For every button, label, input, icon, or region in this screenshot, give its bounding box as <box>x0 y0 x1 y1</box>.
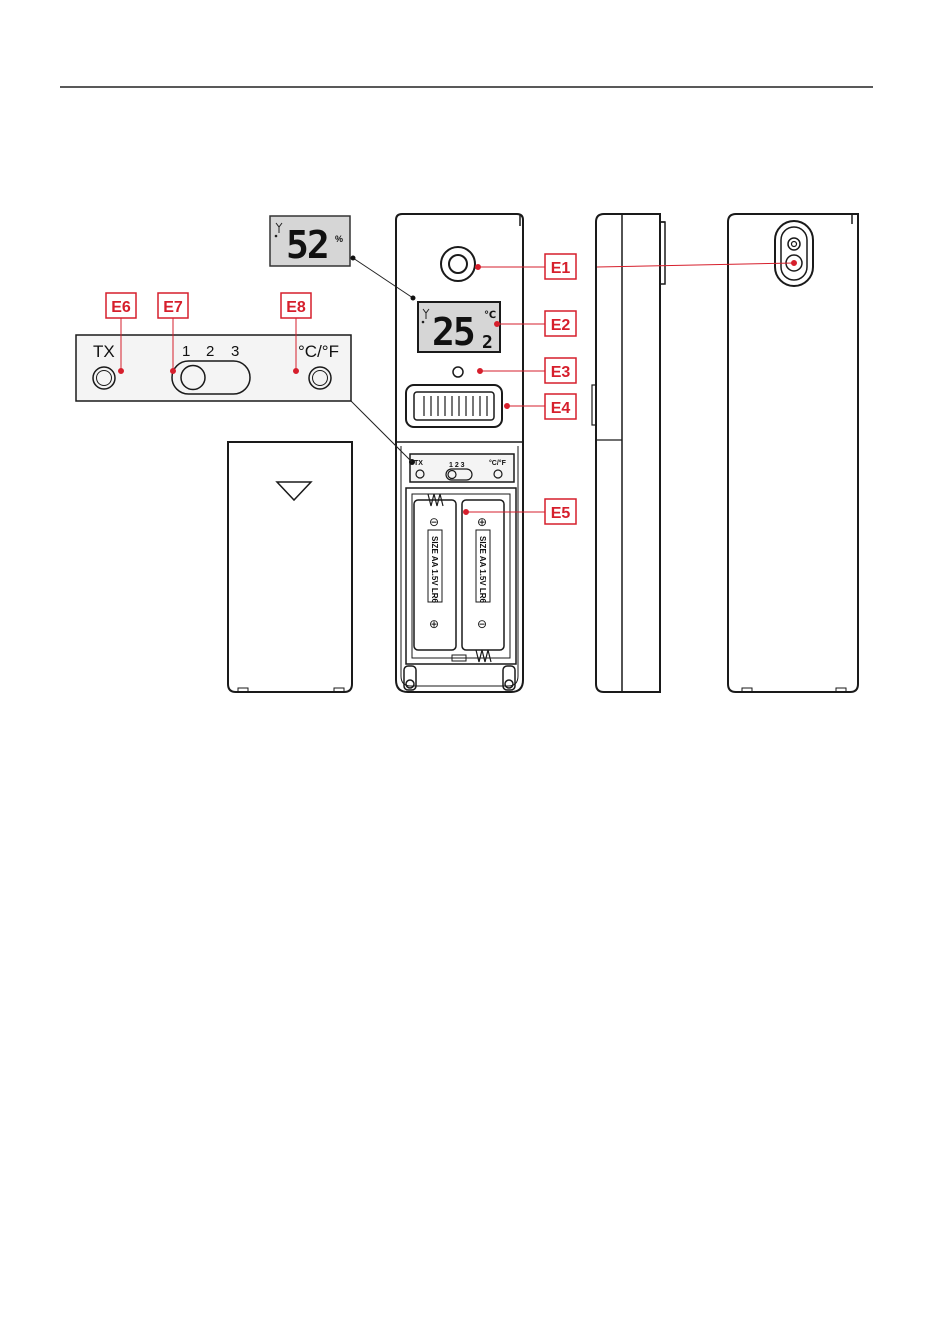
callout-e2: E2 <box>551 317 571 334</box>
control-panel-zoom: TX 1 2 3 °C/°F <box>76 335 351 401</box>
small-tx-label: TX <box>414 460 423 467</box>
temperature-value: 25 <box>432 310 474 354</box>
humidity-unit: % <box>335 234 343 244</box>
humidity-leader-dot-a <box>351 256 356 261</box>
battery-left-positive: ⊕ <box>429 617 439 631</box>
back-view <box>728 214 858 692</box>
humidity-value: 52 <box>286 223 328 267</box>
battery-left-label: SIZE AA 1.5V LR6 <box>430 536 439 604</box>
panel-leader <box>351 401 412 462</box>
battery-right-positive: ⊕ <box>477 515 487 529</box>
tx-label: TX <box>93 342 115 361</box>
humidity-lcd-inset: 52 % <box>270 216 350 267</box>
front-view <box>396 214 523 692</box>
channel-3-label: 3 <box>231 343 239 360</box>
front-sensor-ring <box>441 247 475 281</box>
battery-compartment <box>406 488 516 664</box>
front-sensor-hole <box>449 255 467 273</box>
battery-right-negative: ⊖ <box>477 617 487 631</box>
channel-2-label: 2 <box>206 343 214 360</box>
battery-labels: SIZE AA 1.5V LR6 SIZE AA 1.5V LR6 ⊖ ⊕ ⊕ … <box>429 515 487 631</box>
callout-e8: E8 <box>286 299 306 316</box>
callout-e5: E5 <box>551 505 571 522</box>
triangle-marker-icon <box>277 482 311 500</box>
callout-e1: E1 <box>551 260 571 277</box>
temperature-unit: ℃ <box>484 310 496 321</box>
callout-e6: E6 <box>111 299 131 316</box>
battery-left-negative: ⊖ <box>429 515 439 529</box>
humidity-leader-dot-b <box>411 296 416 301</box>
humidity-leader <box>353 258 413 298</box>
battery-right-label: SIZE AA 1.5V LR6 <box>478 536 487 604</box>
front-led <box>453 367 463 377</box>
unit-label: °C/°F <box>298 342 339 361</box>
callout-e3: E3 <box>551 364 571 381</box>
callout-e4: E4 <box>551 400 571 417</box>
temperature-decimal: 2 <box>482 332 493 353</box>
small-unit-label: °C/°F <box>489 459 507 467</box>
side-view <box>592 214 665 692</box>
temperature-lcd-content: 25 2 ℃ <box>422 309 496 354</box>
callout-e7: E7 <box>163 299 183 316</box>
battery-cover <box>228 442 352 692</box>
small-channel-labels: 1 2 3 <box>449 462 465 469</box>
channel-1-label: 1 <box>182 343 190 360</box>
